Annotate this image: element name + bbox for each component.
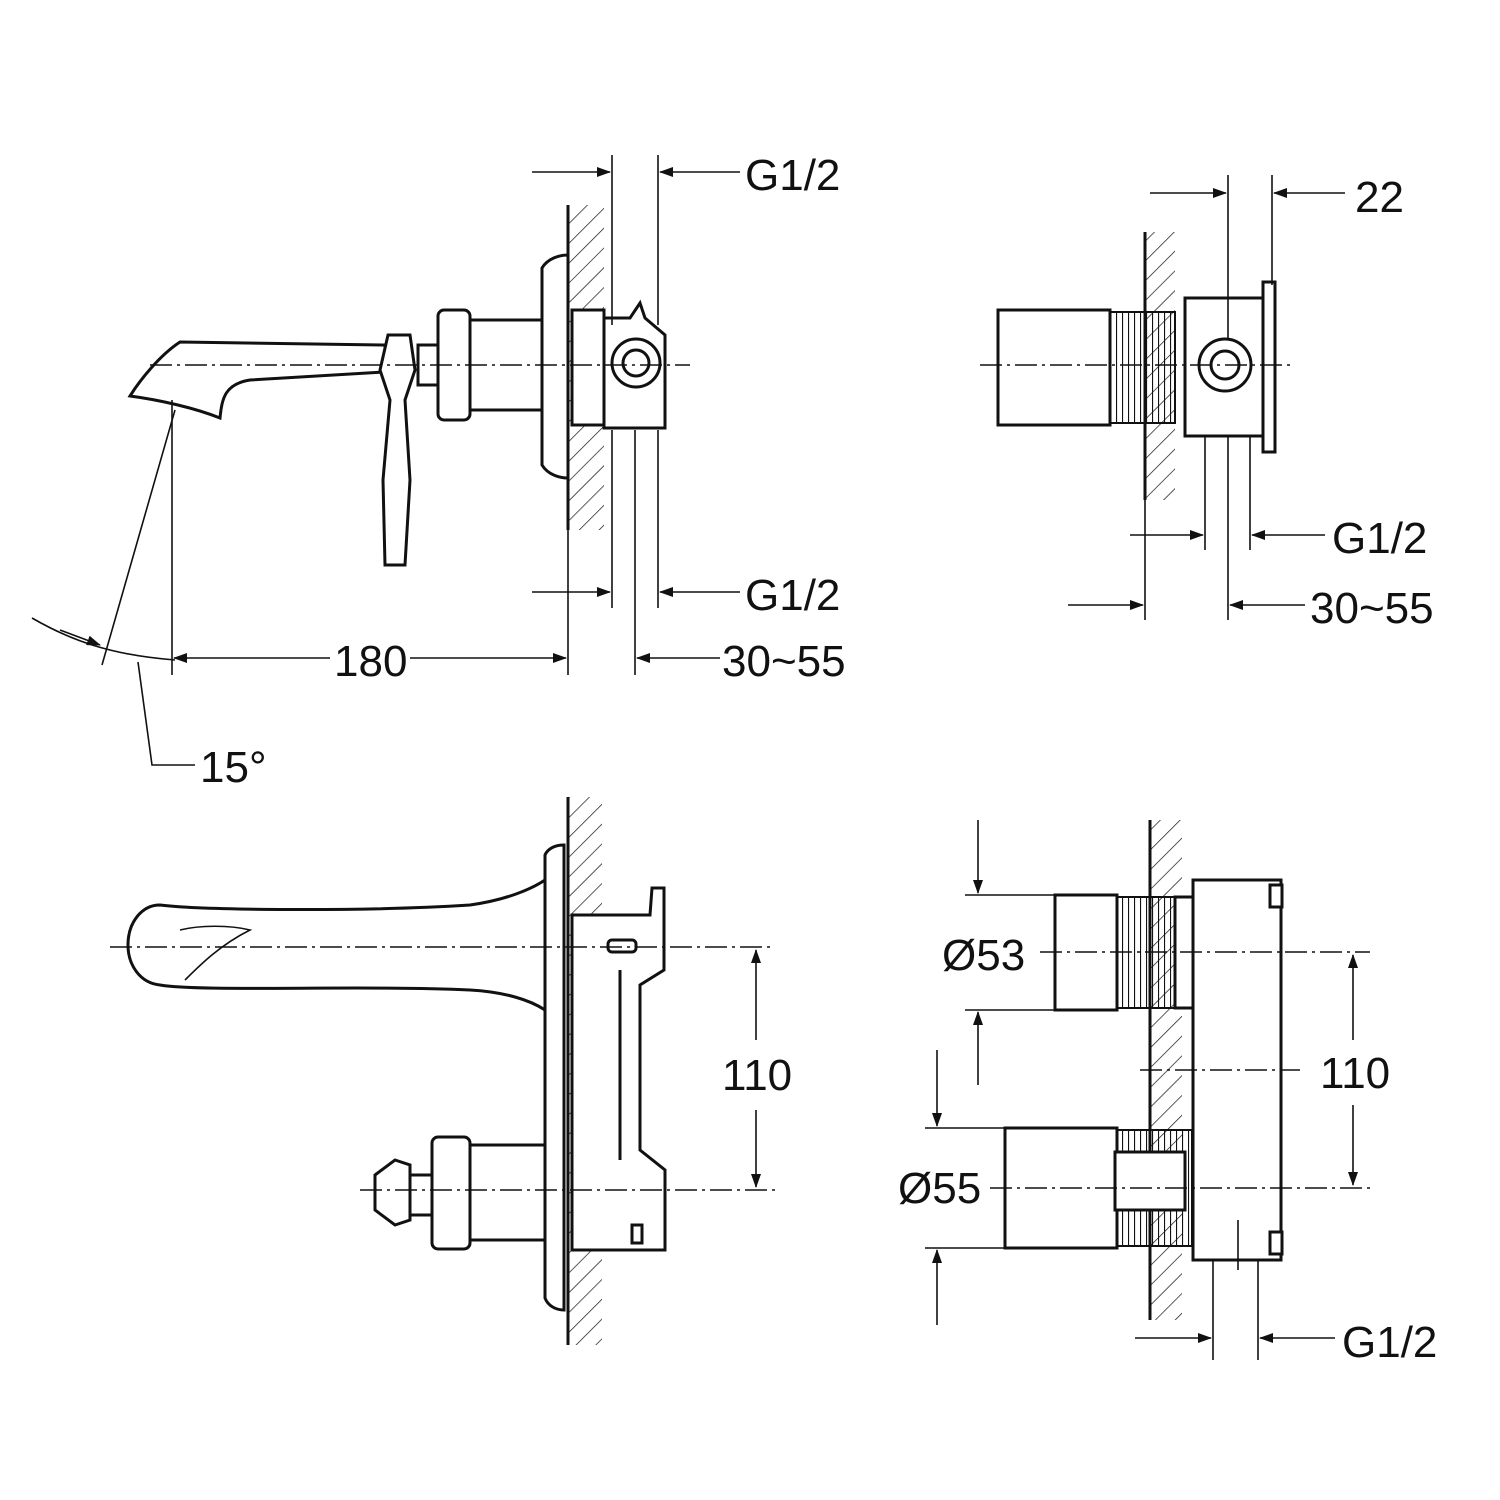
dim-label-g12: G1/2: [1332, 514, 1427, 563]
mounting-box: [570, 308, 606, 427]
dim-label-22: 22: [1355, 173, 1404, 222]
box-tab: [1268, 883, 1284, 909]
valve-nut-1: [408, 1173, 434, 1217]
angle-arc: [31, 617, 176, 661]
view-bottom-right: Ø53 Ø55 110 G1/2: [898, 820, 1437, 1367]
angle-line: [101, 409, 176, 666]
dim-label-g12-top: G1/2: [745, 151, 840, 200]
escutcheon-plate: [543, 843, 566, 1312]
spout: [126, 877, 547, 1013]
dim-label-110: 110: [1320, 1049, 1390, 1098]
dim-label-30-55: 30~55: [722, 637, 846, 686]
mounting-flange: [1261, 280, 1277, 454]
escutcheon-plate: [540, 253, 570, 480]
inlet-hole: [621, 348, 651, 378]
valve-barrel: [468, 1143, 547, 1242]
dim-label-110: 110: [722, 1051, 792, 1100]
lower-grip-window: [1113, 1150, 1187, 1212]
dim-label-30-55: 30~55: [1310, 584, 1434, 633]
box-pin: [630, 1223, 644, 1245]
inlet-ring: [610, 337, 662, 389]
view-top-left: G1/2 G1/2 180 30~55 15°: [31, 151, 846, 792]
dim-arrow: [59, 629, 101, 646]
angle-leader: [137, 661, 195, 766]
spout: [127, 340, 387, 421]
spout-outlet: [179, 925, 253, 981]
dim-label-g12-bottom: G1/2: [745, 571, 840, 620]
box-tab: [1268, 1230, 1284, 1256]
box-slot: [606, 938, 638, 954]
view-bottom-left: 110: [110, 797, 792, 1345]
dim-label-d53: Ø53: [942, 931, 1025, 980]
lever-handle: [378, 333, 417, 567]
valve-knob: [373, 1158, 412, 1227]
handle-cylinder: [996, 308, 1112, 427]
dim-label-180: 180: [334, 637, 407, 686]
view-top-right: 22 G1/2 30~55: [980, 173, 1434, 633]
knurled-collar: [1109, 311, 1176, 424]
valve-nut-2: [430, 1135, 472, 1251]
dim-label-d55: Ø55: [898, 1164, 981, 1213]
dim-label-g12: G1/2: [1342, 1318, 1437, 1367]
dim-label-15deg: 15°: [200, 743, 267, 792]
